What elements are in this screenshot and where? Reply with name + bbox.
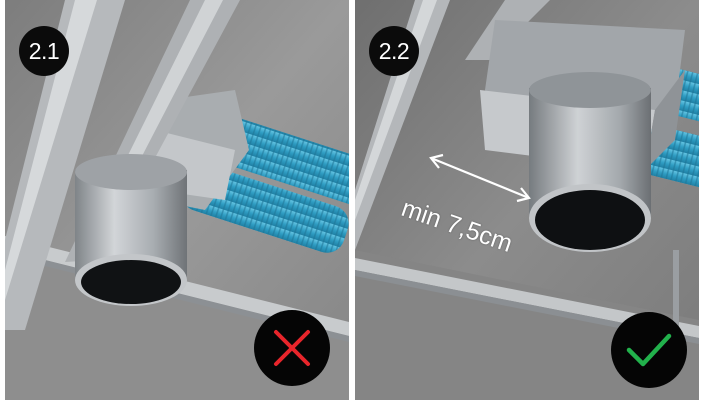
step-badge: 2.1 xyxy=(19,26,69,76)
ceiling-scene-illustration xyxy=(355,0,699,400)
panel-correct-installation: 2.2 min 7,5cm xyxy=(355,0,699,400)
cross-icon xyxy=(274,330,310,366)
dimension-arrow xyxy=(429,153,531,203)
step-badge: 2.2 xyxy=(369,26,419,76)
checkmark-icon xyxy=(626,333,672,367)
incorrect-indicator xyxy=(254,310,330,386)
correct-indicator xyxy=(611,312,687,388)
panel-incorrect-installation: 2.1 xyxy=(5,0,349,400)
ceiling-scene-illustration xyxy=(5,0,349,400)
